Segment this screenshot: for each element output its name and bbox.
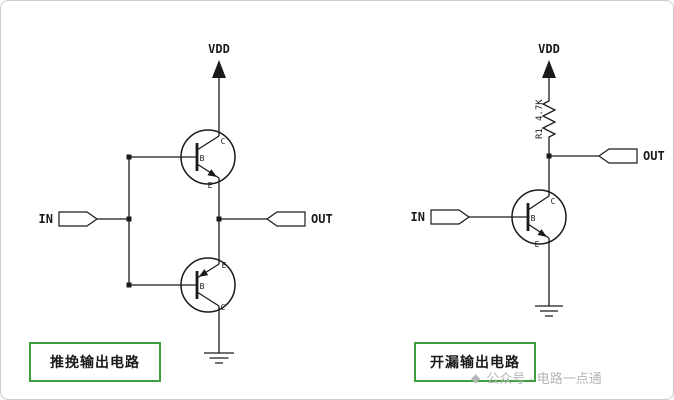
watermark-logo-icon: ◆ xyxy=(471,370,481,385)
right-wires xyxy=(461,77,599,317)
in-label: IN xyxy=(39,212,53,226)
vdd-label: VDD xyxy=(208,42,230,56)
watermark-text: 公众号 · 电路一点通 xyxy=(486,371,602,386)
out-label: OUT xyxy=(311,212,333,226)
npn-top-transistor-circle xyxy=(180,129,236,185)
caption-push-pull: 推挽输出电路 xyxy=(29,342,161,382)
left-wires xyxy=(97,77,267,364)
junction-dot xyxy=(216,216,222,222)
caption-push-pull-text: 推挽输出电路 xyxy=(50,354,140,370)
left-circuit: VDD B C E B E C IN OUT xyxy=(39,42,333,364)
pnp-bottom-e-label: E xyxy=(222,261,227,270)
junction-dot xyxy=(126,282,132,288)
pullup-resistor xyxy=(541,97,557,141)
npn-top-c-label: C xyxy=(221,137,226,146)
pnp-bottom-b-label: B xyxy=(200,282,205,291)
in-port-flag xyxy=(58,211,99,227)
pnp-bottom-emitter-arrow-icon xyxy=(198,269,209,277)
caption-open-drain: 开漏输出电路 xyxy=(414,342,536,382)
in-label: IN xyxy=(411,210,425,224)
npn-b-label: B xyxy=(531,214,536,223)
out-port-flag xyxy=(597,148,638,164)
vdd-arrow-icon xyxy=(212,60,226,78)
right-circuit: R1 4.7K VDD B C E IN OUT xyxy=(411,42,665,317)
in-port-flag xyxy=(430,209,471,225)
watermark: ◆ 公众号 · 电路一点通 xyxy=(471,368,602,387)
npn-emitter-arrow-icon xyxy=(537,229,547,237)
out-label: OUT xyxy=(643,149,665,163)
npn-e-label: E xyxy=(535,240,540,249)
resistor-name-label: R1 xyxy=(535,128,545,139)
npn-transistor-circle xyxy=(511,189,567,245)
npn-c-label: C xyxy=(551,197,556,206)
npn-top-b-label: B xyxy=(200,154,205,163)
junction-dot xyxy=(546,153,552,159)
out-port-flag xyxy=(265,211,306,227)
junction-dot xyxy=(126,154,132,160)
pnp-bottom-transistor-circle xyxy=(180,257,236,313)
pnp-bottom-c-label: C xyxy=(221,303,226,312)
resistor-value-label: 4.7K xyxy=(535,99,545,121)
vdd-label: VDD xyxy=(538,42,560,56)
vdd-arrow-icon xyxy=(542,60,556,78)
npn-top-emitter-arrow-icon xyxy=(207,169,217,177)
caption-open-drain-text: 开漏输出电路 xyxy=(430,354,520,370)
npn-top-e-label: E xyxy=(208,181,213,190)
junction-dot xyxy=(126,216,132,222)
